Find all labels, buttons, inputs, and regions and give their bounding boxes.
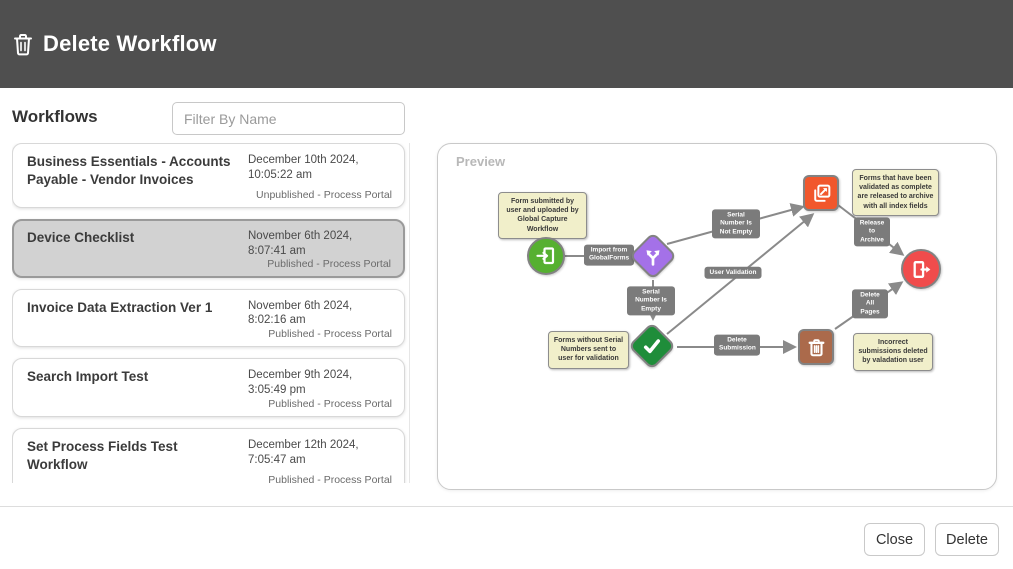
workflow-date: December 9th 2024, 3:05:49 pm [248,369,353,397]
dialog-title: Delete Workflow [43,31,217,56]
filter-by-name-input[interactable] [172,102,405,135]
workflow-list[interactable]: Business Essentials - Accounts Payable -… [12,143,410,483]
export-window-icon [813,184,830,202]
edge-label-delete-all-pages: Delete All Pages [852,289,888,319]
dialog-header: Delete Workflow [0,0,1013,88]
node-start-import [527,237,565,275]
workflow-date: November 6th 2024, 8:07:41 am [248,229,353,257]
edge-label-delete-submission: Delete Submission [714,334,760,356]
workflow-card-invoice-data-extraction[interactable]: Invoice Data Extraction Ver 1 November 6… [12,288,405,348]
edge-label-serial-empty: Serial Number Is Empty [627,286,675,316]
workflow-status: Published - Process Portal [268,398,392,411]
workflow-card-device-checklist[interactable]: Device Checklist November 6th 2024, 8:07… [12,218,405,278]
note-incorrect-submissions: Incorrect submissions deleted by valadat… [853,333,933,371]
preview-panel: Preview Form submitted by user and uploa… [437,143,997,490]
workflow-name: Set Process Fields Test Workflow [27,439,178,473]
workflow-name: Invoice Data Extraction Ver 1 [27,299,213,315]
workflow-diagram: Form submitted by user and uploaded by G… [438,144,995,488]
preview-label: Preview [456,154,506,169]
node-end-exit [901,249,941,289]
close-button[interactable]: Close [864,523,925,556]
node-delete-submission [798,329,834,365]
note-forms-without-serial: Forms without Serial Numbers sent to use… [548,331,629,369]
footer-divider [0,506,1013,507]
workflow-name: Device Checklist [27,229,135,245]
workflow-card-set-process-fields[interactable]: Set Process Fields Test Workflow Decembe… [12,428,405,483]
edge-label-user-validation: User Validation [704,266,762,280]
node-user-validation [627,321,677,371]
workflow-name: Business Essentials - Accounts Payable -… [27,154,231,187]
workflow-status: Published - Process Portal [268,328,392,341]
workflow-date: December 12th 2024, 7:05:47 am [248,439,359,467]
edge-label-import: Import from GlobalForms [584,244,634,266]
import-door-icon [536,247,555,265]
workflow-status: Published - Process Portal [267,257,391,270]
workflow-status: Published - Process Portal [268,473,392,483]
workflow-card-business-essentials[interactable]: Business Essentials - Accounts Payable -… [12,143,405,208]
node-release-archive [803,175,839,211]
exit-door-icon [913,260,930,278]
workflows-heading: Workflows [12,107,98,126]
note-form-submitted: Form submitted by user and uploaded by G… [498,192,587,239]
workflow-name: Search Import Test [27,369,149,385]
workflow-status: Unpublished - Process Portal [256,188,392,201]
trash-icon [14,33,32,55]
workflow-date: November 6th 2024, 8:02:16 am [248,299,353,327]
branch-split-icon [646,249,660,266]
delete-button[interactable]: Delete [935,523,999,556]
checkmark-icon [643,338,661,353]
note-forms-validated: Forms that have been validated as comple… [852,169,939,216]
edge-label-serial-not-empty: Serial Number Is Not Empty [712,209,760,239]
workflow-date: December 10th 2024, 10:05:22 am [248,154,359,181]
workflow-card-search-import-test[interactable]: Search Import Test December 9th 2024, 3:… [12,358,405,418]
edge-label-release-archive: Release to Archive [854,217,890,247]
node-branch-decision [628,231,678,281]
trash-icon [808,338,824,356]
